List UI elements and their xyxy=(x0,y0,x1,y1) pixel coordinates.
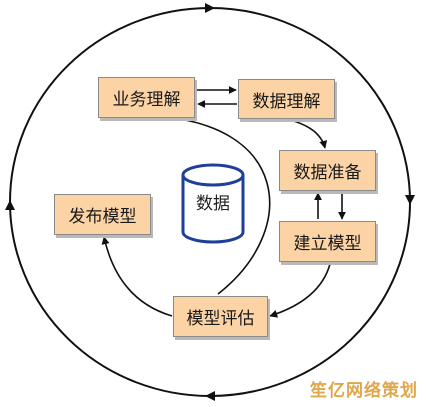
node-model-evaluation: 模型评估 xyxy=(173,296,268,337)
node-data-preparation: 数据准备 xyxy=(279,150,376,191)
node-data-understanding: 数据理解 xyxy=(238,79,335,119)
outer-cycle-arrow-left xyxy=(5,200,15,210)
database-label: 数据 xyxy=(196,194,230,214)
node-business-understanding: 业务理解 xyxy=(98,77,195,118)
watermark-text: 笙亿网络策划 xyxy=(310,381,418,401)
database-cylinder-icon xyxy=(181,163,245,244)
node-modeling: 建立模型 xyxy=(279,221,376,262)
arrow-evaluation-to-business xyxy=(146,112,271,295)
outer-cycle-arrow-top xyxy=(205,3,215,13)
arrow-evaluation-to-deployment xyxy=(101,236,173,317)
outer-cycle-arrow-bottom xyxy=(205,391,215,401)
node-deployment: 发布模型 xyxy=(54,194,151,235)
outer-cycle-arrow-right xyxy=(405,195,415,205)
arrow-modeling-to-evaluation xyxy=(269,263,331,318)
arrow-understanding-to-preparation xyxy=(289,119,328,149)
